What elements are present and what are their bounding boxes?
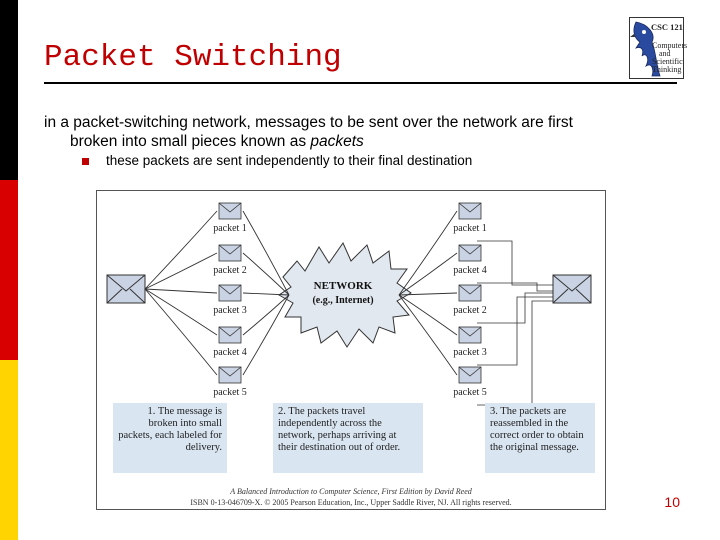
- figure-credit-2: ISBN 0-13-046709-X. © 2005 Pearson Educa…: [190, 498, 512, 507]
- path-into-network: [242, 210, 290, 296]
- path-to-left-packet: [144, 210, 218, 290]
- note-step-1: 1. The message is broken into small pack…: [113, 403, 227, 473]
- path-to-left-packet: [144, 252, 218, 290]
- path-into-network: [242, 294, 290, 376]
- original-message-envelope: [106, 274, 146, 304]
- stripe-red: [0, 180, 18, 360]
- path-out-of-network: [398, 252, 458, 296]
- left-packet-label: packet 3: [213, 305, 247, 316]
- right-packet-envelope: [458, 326, 482, 344]
- packet-paths: [144, 210, 458, 376]
- logo-line3: Scientific: [652, 57, 683, 66]
- bullet-text: these packets are sent independently to …: [106, 153, 473, 168]
- left-packet-envelope: [218, 202, 242, 220]
- intro-line-2-emphasis: packets: [310, 133, 364, 150]
- left-packet-label: packet 2: [213, 265, 247, 276]
- path-out-of-network: [398, 292, 458, 296]
- intro-line-2: broken into small pieces known as packet…: [44, 132, 684, 151]
- bullet-marker: [82, 158, 89, 165]
- course-logo: CSC 121 Computers and Scientific Thinkin…: [629, 17, 688, 79]
- right-packet-label: packet 4: [453, 265, 487, 276]
- logo-line2: and: [659, 49, 671, 58]
- packet-envelopes: packet 1 packet 1 packet 2 packet 4 packet 3…: [213, 202, 487, 398]
- reassembly-lines: [477, 240, 553, 406]
- left-packet-envelope: [218, 366, 242, 384]
- network-cloud: [278, 241, 412, 348]
- intro-line-2-text: broken into small pieces known as: [70, 133, 311, 150]
- right-packet-label: packet 3: [453, 347, 487, 358]
- right-packet-envelope: [458, 284, 482, 302]
- right-packet-envelope: [458, 202, 482, 220]
- title-divider: [44, 82, 677, 84]
- path-out-of-network: [398, 294, 458, 336]
- figure-credit-1: A Balanced Introduction to Computer Scie…: [230, 487, 472, 496]
- network-label: NETWORK: [314, 280, 373, 292]
- path-into-network: [242, 292, 290, 296]
- page-number: 10: [664, 494, 680, 510]
- right-packet-envelope: [458, 244, 482, 262]
- intro-paragraph: in a packet-switching network, messages …: [44, 113, 684, 151]
- logo-line4: Thinking: [652, 65, 682, 74]
- path-out-of-network: [398, 294, 458, 376]
- left-packet-envelope: [218, 326, 242, 344]
- path-into-network: [242, 252, 290, 296]
- left-packet-label: packet 1: [213, 223, 247, 234]
- stripe-yellow: [0, 360, 18, 540]
- left-packet-label: packet 5: [213, 387, 247, 398]
- note-step-3: 3. The packets are reassembled in the co…: [485, 403, 595, 473]
- path-to-left-packet: [144, 288, 218, 376]
- left-packet-envelope: [218, 244, 242, 262]
- left-packet-envelope: [218, 284, 242, 302]
- right-packet-label: packet 2: [453, 305, 487, 316]
- network-sublabel: (e.g., Internet): [312, 295, 373, 306]
- reassembled-message-envelope: [552, 274, 592, 304]
- path-to-left-packet: [144, 288, 218, 336]
- logo-course: CSC 121: [651, 22, 683, 32]
- bird-mascot-icon: [630, 21, 661, 77]
- intro-line-1: in a packet-switching network, messages …: [44, 114, 573, 131]
- right-packet-label: packet 5: [453, 387, 487, 398]
- stripe-black: [0, 0, 18, 180]
- right-packet-envelope: [458, 366, 482, 384]
- logo-line1: Computers: [652, 41, 688, 50]
- path-into-network: [242, 294, 290, 336]
- right-packet-label: packet 1: [453, 223, 487, 234]
- note-step-2: 2. The packets travel independently acro…: [273, 403, 423, 473]
- path-out-of-network: [398, 210, 458, 296]
- left-packet-label: packet 4: [213, 347, 247, 358]
- slide-title: Packet Switching: [44, 40, 342, 75]
- path-to-left-packet: [144, 288, 218, 294]
